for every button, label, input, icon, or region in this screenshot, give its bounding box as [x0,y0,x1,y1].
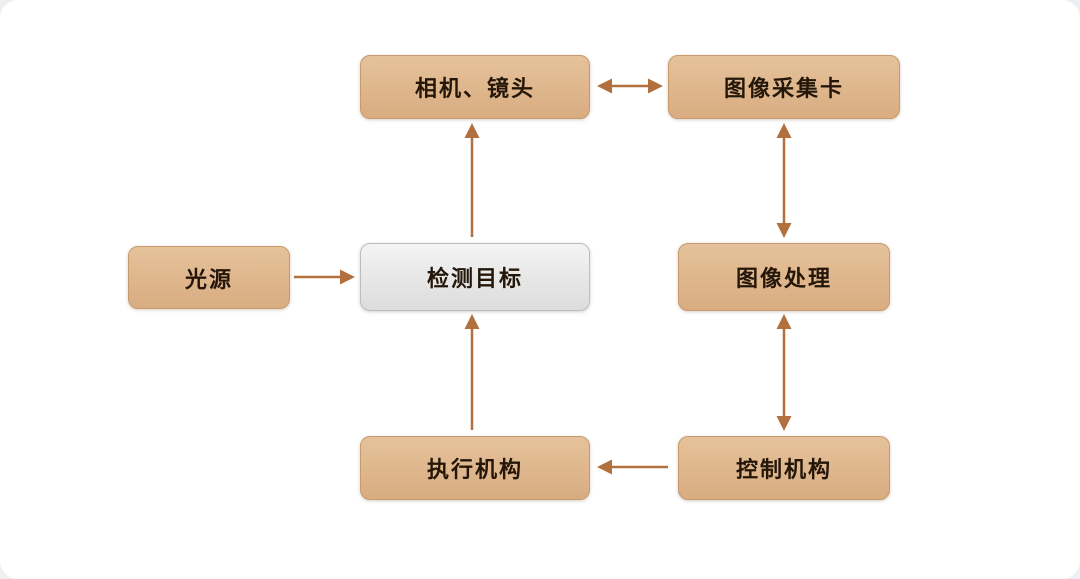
node-capture-card: 图像采集卡 [668,55,900,119]
node-actuator-label: 执行机构 [426,457,523,483]
node-capture-card-label: 图像采集卡 [723,76,844,102]
node-light-source: 光源 [128,246,290,309]
node-control-mechanism-label: 控制机构 [735,457,832,483]
node-control-mechanism: 控制机构 [678,436,890,500]
node-camera-lens: 相机、镜头 [360,55,590,119]
node-detection-target: 检测目标 [360,243,590,311]
node-detection-target-label: 检测目标 [426,266,523,292]
node-image-processing: 图像处理 [678,243,890,311]
node-actuator: 执行机构 [360,436,590,500]
node-light-source-label: 光源 [184,266,233,293]
node-camera-lens-label: 相机、镜头 [414,76,535,102]
node-image-processing-label: 图像处理 [735,266,832,292]
